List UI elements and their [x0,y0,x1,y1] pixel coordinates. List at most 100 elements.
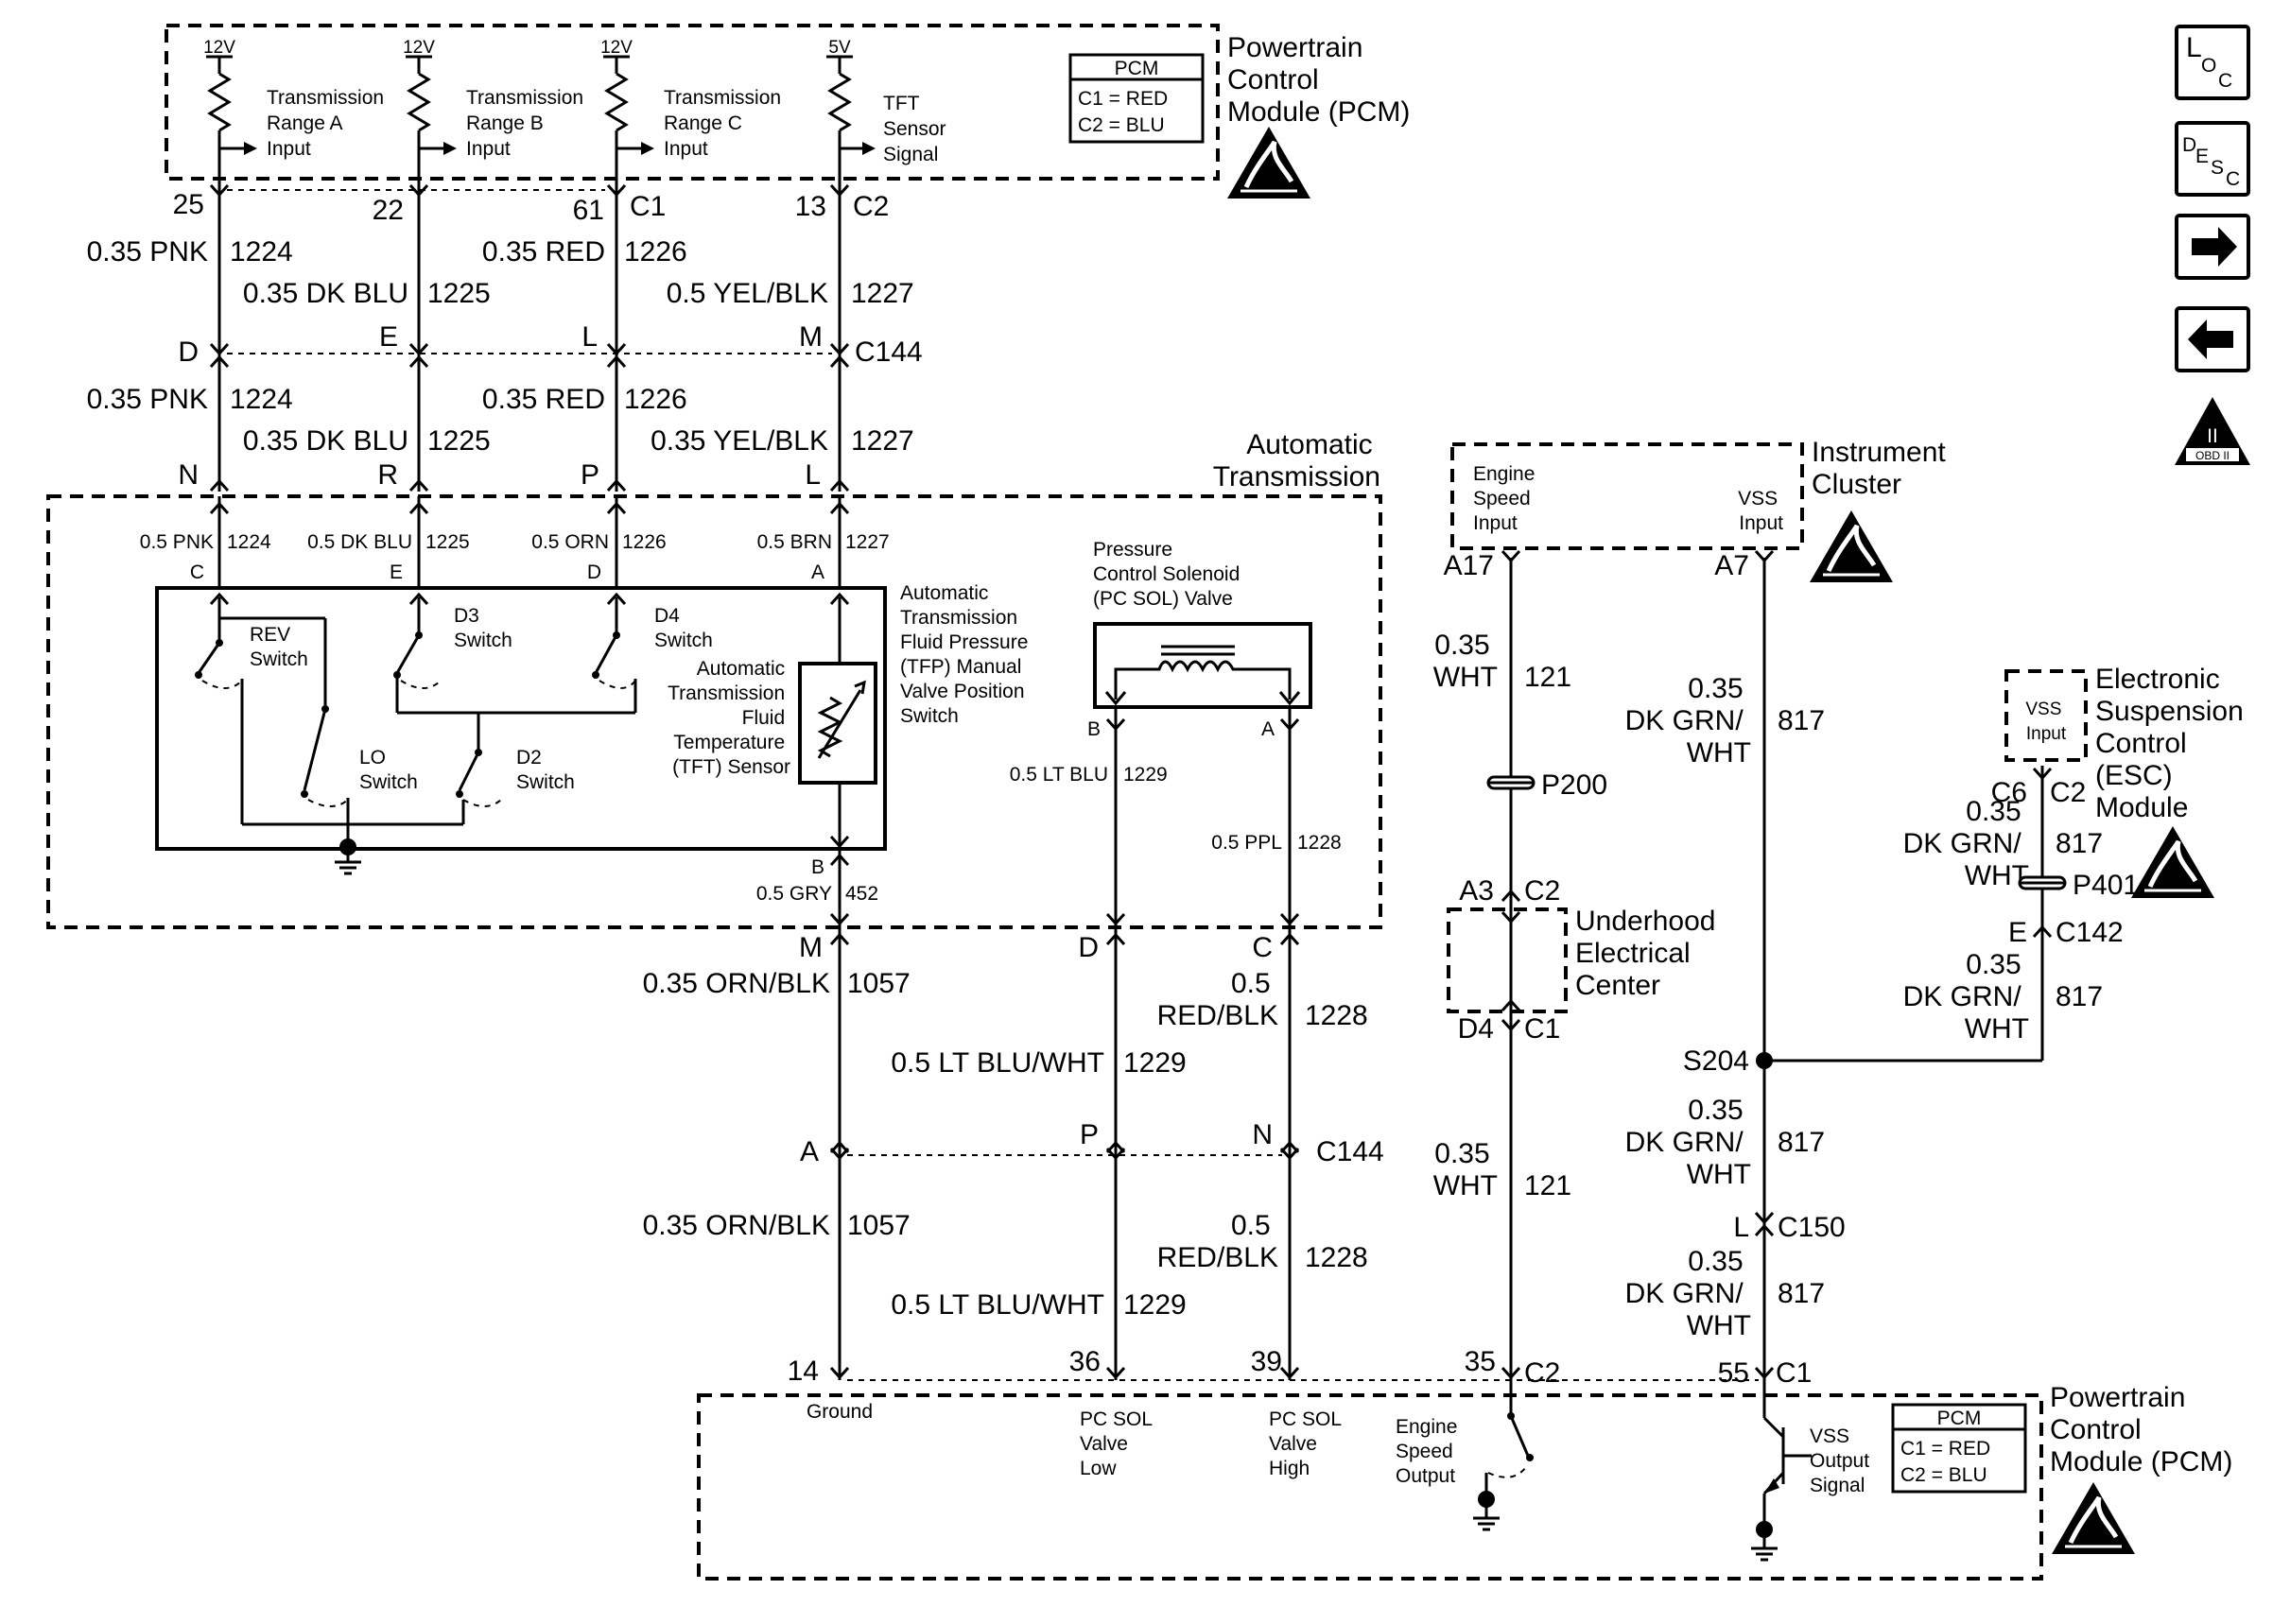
tft-sensor: Automatic Transmission Fluid Temperature… [668,597,877,849]
ground-icon [1749,1533,1779,1562]
esd-sensitive-icon [1227,127,1310,199]
pcm-bottom-legend: PCM C1 = RED C2 = BLU [1891,1403,2027,1494]
voltage-label: 12V [600,38,633,58]
wire-gauge: 0.35 DK GRN/ WHT [1625,1095,1751,1190]
instrument-cluster: Engine Speed Input VSS Input Instrument … [1444,437,1953,582]
wire-circuit: 817 [2056,981,2103,1012]
d4-switch-label: D4 Switch [654,605,713,651]
pin-label: E [390,561,403,583]
lower-wire-harness: 0.35 ORN/BLK 1057 0.5 LT BLU/WHT 1229 0.… [643,927,1384,1380]
internal-wire-circuit: 1225 [425,531,470,553]
wire-circuit: 817 [2056,828,2103,859]
pin-label: B [811,856,824,878]
c144-upper-connector: D E L M C144 [178,321,923,369]
splice-label: P401 [2073,870,2139,901]
pin-label: R [377,459,398,491]
pin-label: N [1252,1119,1273,1150]
pin-label: 35 [1465,1346,1496,1377]
svg-text:D: D [2182,134,2196,156]
underhood-electrical-center: A3 C2 Underhood Electrical Center D4 C1 [1447,875,1724,1045]
wire-gauge: 0.35 WHT [1433,1138,1498,1201]
pin-label: D [1078,932,1099,963]
back-arrow-icon[interactable] [2175,306,2250,372]
voltage-label: 12V [403,38,435,58]
connector-label: C150 [1778,1212,1846,1243]
pcm-top-module: PCM C1 = RED C2 = BLU Powertrain Control… [165,24,1410,199]
wire-gauge: 0.35 YEL/BLK [651,425,828,457]
wire-circuit: 1224 [230,384,293,415]
lt-blu-wire-label: 0.5 LT BLU [1010,764,1108,786]
lt-blu-wire-circuit: 1229 [1123,764,1168,786]
loc-icon[interactable]: L O C [2175,25,2250,100]
uec-title: Underhood Electrical Center [1575,906,1724,1001]
pcm-bottom-legend-header: PCM [1937,1408,1982,1429]
input-label: Transmission Range A Input [267,87,390,160]
gry-wire-label: 0.5 GRY [756,883,832,905]
wire-gauge: 0.5 RED/BLK [1157,1210,1278,1273]
pin-label: A [1261,718,1275,740]
wire-circuit: 817 [1778,1127,1825,1158]
pin-label: 22 [373,195,404,226]
wire-gauge: 0.35 WHT [1433,630,1498,693]
esc-vss-input-label: VSS Input [2025,700,2067,744]
connector-label: C144 [1316,1136,1384,1167]
esc-module: VSS Input Electronic Suspension Control … [1903,664,2244,1061]
connector-label: C144 [855,337,923,368]
ppl-wire-circuit: 1228 [1297,832,1342,854]
wire-gauge: 0.35 ORN/BLK [643,968,830,999]
wire-circuit: 1225 [427,278,491,309]
pin-label: M [799,932,823,963]
internal-wire-label: 0.5 BRN [757,531,832,553]
wire-gauge: 0.35 RED [482,236,605,268]
vss-output-label: VSS Output Signal [1810,1425,1875,1496]
input-label: Transmission Range B Input [466,87,589,160]
pc-sol-low-label: PC SOL Valve Low [1080,1408,1157,1479]
gry-wire-circuit: 452 [845,883,878,905]
pcm-bottom-legend-c2: C2 = BLU [1900,1464,1987,1486]
vss-input-label: VSS Input [1738,488,1783,534]
pin-label: C [190,561,204,583]
splice-s204-label: S204 [1683,1045,1749,1077]
pin-label: 14 [788,1356,819,1387]
pcm-top-pins: 25 22 61 C1 13 C2 [173,183,889,226]
svg-text:C: C [2226,168,2240,190]
pin-label: A17 [1444,550,1494,581]
pcm-top-legend-c1: C1 = RED [1078,88,1168,110]
pin-label: D4 [1458,1013,1494,1045]
esd-sensitive-icon [1810,510,1893,582]
pin-label: 61 [573,195,604,226]
rev-switch-label: REV Switch [250,624,308,670]
instrument-cluster-title: Instrument Cluster [1812,437,1953,500]
splice-p200: P200 [1486,769,1607,801]
internal-wire-circuit: 1227 [845,531,890,553]
svg-text:L: L [2186,32,2202,63]
pc-sol-valve: Pressure Control Solenoid (PC SOL) Valve… [1010,539,1342,927]
internal-wire-circuit: 1226 [622,531,667,553]
engine-speed-input-label: Engine Speed Input [1473,463,1540,534]
pcm-input-range-a: 12V Transmission Range A Input [203,38,390,198]
obd-ii-icon[interactable]: II OBD II [2175,397,2250,465]
ground-icon [333,847,363,875]
pcm-top-legend-c2: C2 = BLU [1078,114,1165,136]
connector-label: C1 [630,191,666,222]
pin-label: P [1080,1119,1099,1150]
input-label: TFT Sensor Signal [883,93,951,165]
connector-label: C1 [1776,1357,1812,1389]
pin-label: C6 [1991,777,2027,808]
svg-text:S: S [2211,157,2224,179]
pin-label: M [799,321,823,353]
pin-label: 36 [1069,1346,1101,1377]
svg-text:O: O [2201,55,2216,77]
next-arrow-icon[interactable] [2175,214,2250,280]
d3-switch-label: D3 Switch [454,605,512,651]
pcm-top-title: Powertrain Control Module (PCM) [1227,32,1410,128]
splice-label: P200 [1541,769,1607,801]
desc-icon[interactable]: D E S C [2175,121,2250,197]
svg-text:II: II [2207,425,2218,447]
vss-wire: 0.35 DK GRN/ WHT 817 S204 0.35 DK GRN/ W… [1625,558,2042,1380]
wire-circuit: 1224 [230,236,293,268]
wire-gauge: 0.35 DK BLU [243,425,408,457]
wire-gauge: 0.35 ORN/BLK [643,1210,830,1241]
pin-label: L [805,459,821,491]
